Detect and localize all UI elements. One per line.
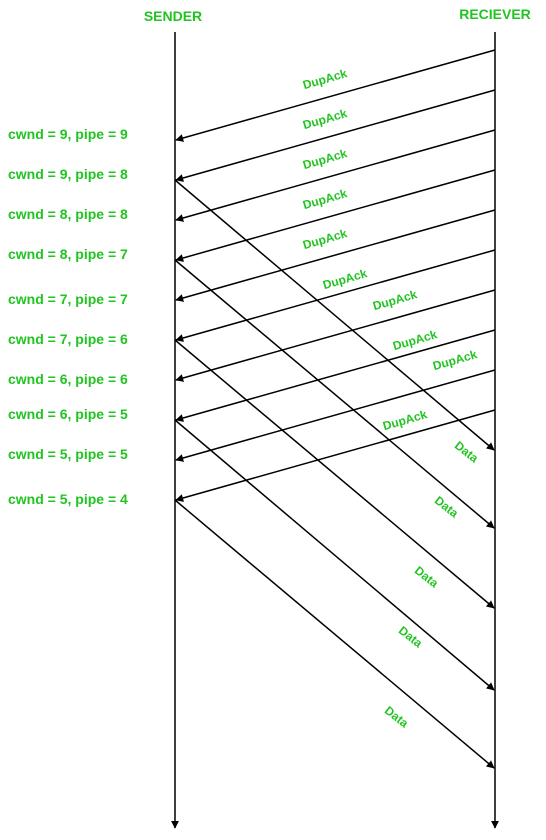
- dupack-label: DupAck: [381, 407, 429, 433]
- state-label: cwnd = 6, pipe = 6: [8, 371, 128, 387]
- data-label: Data: [412, 563, 441, 590]
- dupack-arrow: [175, 409, 496, 502]
- dupack-label: DupAck: [301, 146, 349, 172]
- state-label: cwnd = 9, pipe = 8: [8, 166, 128, 182]
- dupack-label: DupAck: [391, 327, 439, 353]
- state-label: cwnd = 8, pipe = 8: [8, 206, 128, 222]
- dupack-arrow: [175, 369, 496, 462]
- dupack-arrow: [175, 249, 496, 342]
- dupack-label: DupAck: [301, 226, 349, 252]
- dupack-label: DupAck: [301, 186, 349, 212]
- state-label: cwnd = 7, pipe = 6: [8, 331, 128, 347]
- dupack-arrow: [175, 49, 496, 142]
- state-label: cwnd = 7, pipe = 7: [8, 291, 128, 307]
- dupack-arrow: [175, 129, 496, 222]
- data-arrow: [174, 419, 495, 691]
- state-label: cwnd = 5, pipe = 4: [8, 491, 128, 507]
- state-label: cwnd = 8, pipe = 7: [8, 246, 128, 262]
- data-arrow: [174, 339, 495, 609]
- dupack-arrow: [175, 89, 496, 182]
- dupack-label: DupAck: [301, 106, 349, 132]
- dupack-arrow: [175, 169, 496, 262]
- data-arrow: [174, 259, 495, 529]
- sender-header: SENDER: [144, 8, 202, 24]
- dupack-arrow: [175, 209, 496, 302]
- data-arrow: [174, 179, 495, 451]
- dupack-label: DupAck: [371, 287, 419, 313]
- data-arrow: [174, 499, 495, 769]
- dupack-arrow: [175, 329, 496, 422]
- state-label: cwnd = 9, pipe = 9: [8, 126, 128, 142]
- dupack-arrow: [175, 289, 496, 382]
- receiver-header: RECIEVER: [459, 6, 531, 22]
- state-label: cwnd = 6, pipe = 5: [8, 406, 128, 422]
- dupack-label: DupAck: [301, 66, 349, 92]
- data-label: Data: [452, 438, 481, 465]
- dupack-label: DupAck: [431, 347, 479, 373]
- data-label: Data: [382, 703, 411, 730]
- dupack-arrows: [175, 49, 496, 502]
- state-label: cwnd = 5, pipe = 5: [8, 446, 128, 462]
- data-arrows: [174, 179, 495, 769]
